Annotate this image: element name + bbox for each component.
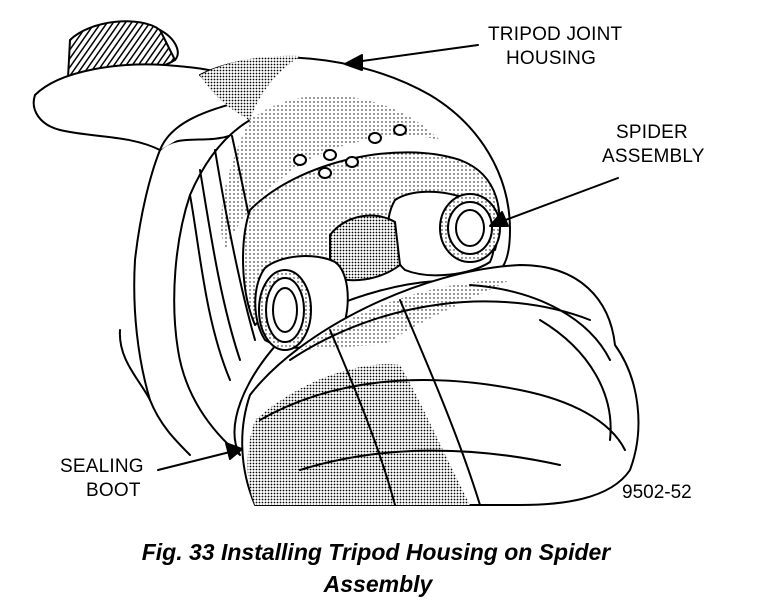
boot-label-line2: BOOT	[86, 480, 141, 501]
housing-label-line1: TRIPOD JOINT	[488, 24, 623, 45]
illustration	[32, 20, 640, 506]
hand	[32, 63, 255, 456]
housing-label-line2: HOUSING	[506, 48, 596, 69]
boot-label-line1: SEALING	[60, 456, 144, 477]
caption-line2: Assembly	[323, 571, 434, 597]
housing-holes	[293, 124, 407, 179]
caption-line1: Fig. 33 Installing Tripod Housing on Spi…	[142, 539, 612, 565]
figure-number: 9502-52	[622, 482, 692, 503]
leader-lines	[157, 44, 619, 471]
spider-label-line1: SPIDER	[616, 122, 688, 143]
spider-label-line2: ASSEMBLY	[602, 146, 705, 167]
spider-assembly	[254, 190, 501, 351]
sealing-boot	[241, 264, 640, 506]
